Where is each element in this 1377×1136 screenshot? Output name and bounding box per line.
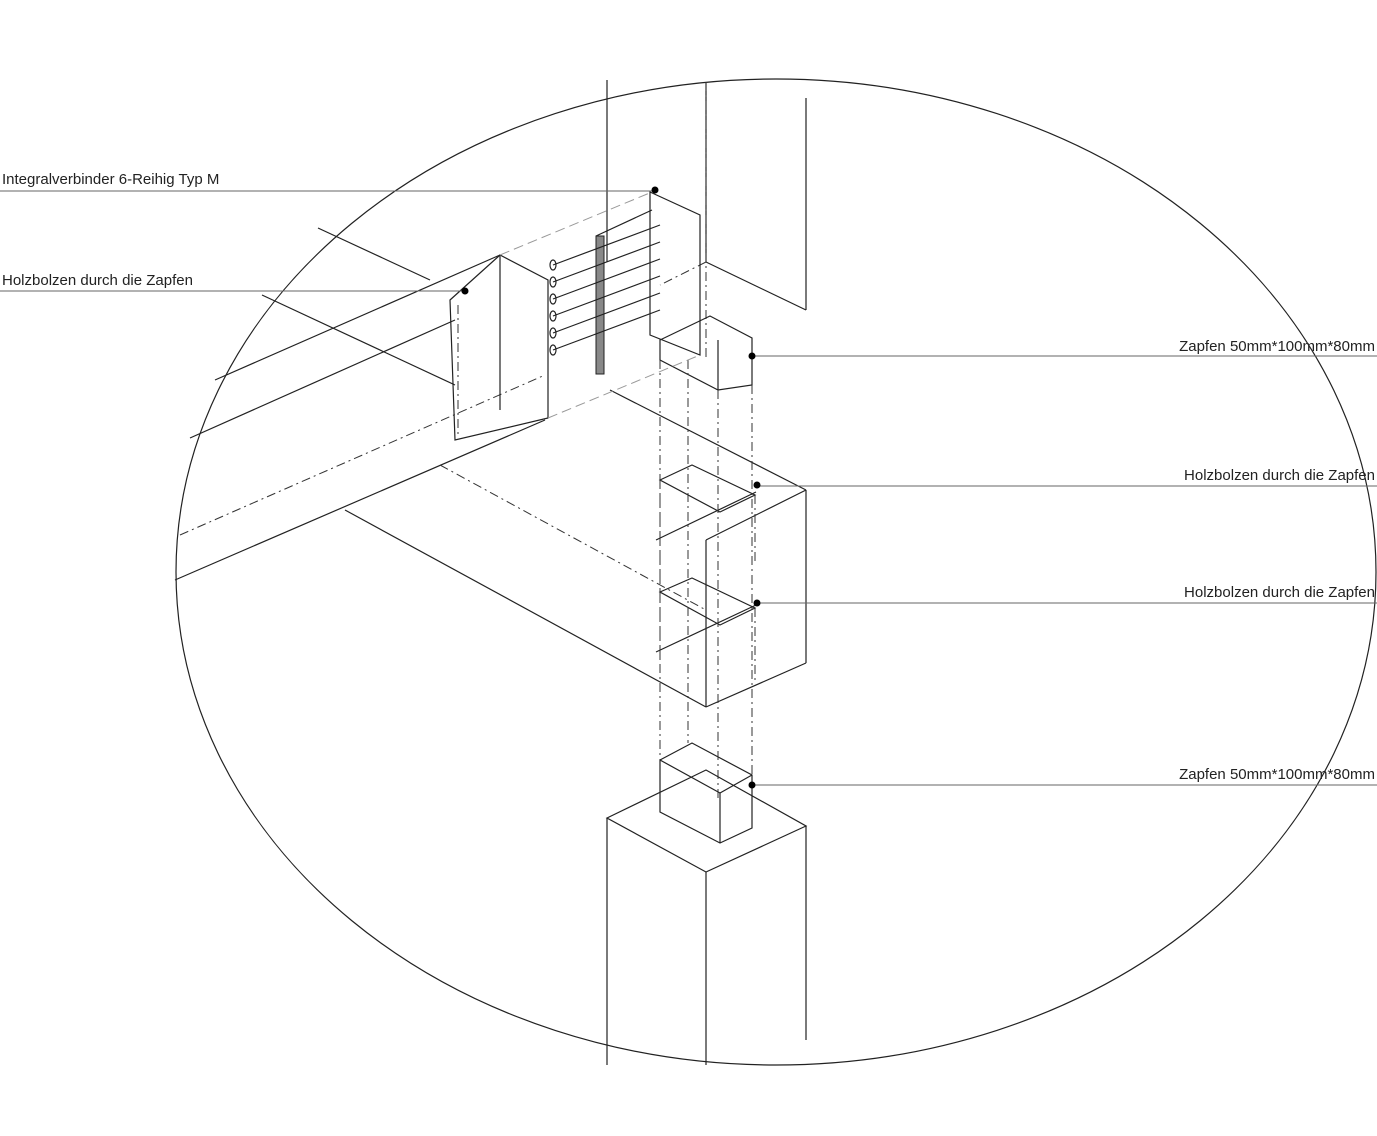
dowel-end [549, 259, 557, 271]
middle-block [609, 389, 807, 708]
label-connector: Integralverbinder 6-Reihig Typ M [2, 171, 220, 188]
integral-connector [549, 191, 701, 375]
horizontal-beam [174, 227, 707, 708]
dowel-end [549, 344, 557, 356]
label-bolts-mid1: Holzbolzen durch die Zapfen [1184, 467, 1375, 484]
dowel [552, 292, 661, 334]
dowel-end [549, 310, 557, 322]
label-tenon-bottom: Zapfen 50mm*100mm*80mm [1179, 766, 1375, 783]
tenons [659, 315, 753, 844]
label-bolts-left: Holzbolzen durch die Zapfen [2, 272, 193, 289]
leader-lines [0, 186, 1377, 789]
lower-post [605, 769, 808, 1065]
detail-circle [175, 78, 1377, 1066]
dowel [552, 224, 661, 266]
dowel [552, 241, 661, 283]
label-bolts-mid2: Holzbolzen durch die Zapfen [1184, 584, 1375, 601]
dowel [552, 275, 661, 317]
end-plate [449, 254, 549, 441]
upper-post [606, 80, 807, 360]
label-tenon-top: Zapfen 50mm*100mm*80mm [1179, 338, 1375, 355]
dowel [552, 258, 661, 300]
dowel [552, 309, 661, 351]
dowel-end [549, 327, 557, 339]
dowel-end [549, 276, 557, 288]
dowel-end [549, 293, 557, 305]
